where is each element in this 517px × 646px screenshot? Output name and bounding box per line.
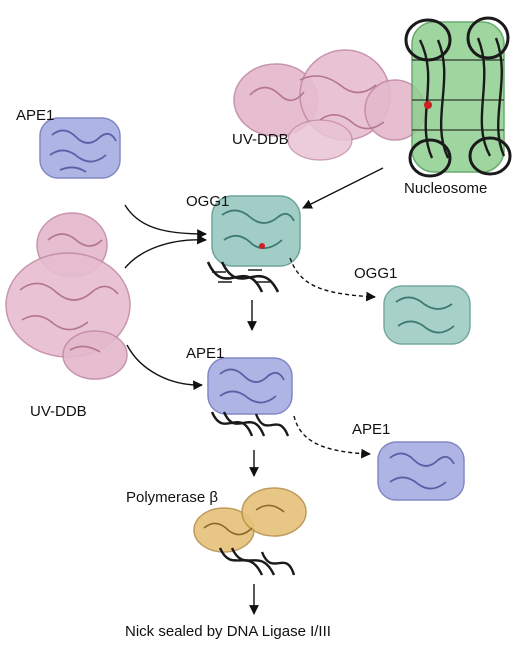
label-ape1-top-left: APE1 [16,107,55,124]
uvddb-left-structure [5,212,131,380]
label-ogg1-released: OGG1 [354,265,398,282]
ogg1-released-structure [383,285,471,345]
label-uvddb-top: UV-DDB [232,131,289,148]
ape1-top-left-structure [39,117,121,179]
nucleosome-structure [404,16,512,178]
ogg1-center-structure [206,195,301,293]
label-ape1-released: APE1 [352,421,391,438]
ape1-released-structure [377,441,465,501]
label-ape1-center: APE1 [186,345,225,362]
arrow-ogg1-release [289,257,376,302]
arrow-ape1-release [293,415,371,459]
arrows [124,167,384,615]
arrow-uvddb-to-ape1 [126,344,203,391]
arrow-nucleosome-to-ogg1 [302,167,384,209]
label-final-step: Nick sealed by DNA Ligase I/III [125,623,331,640]
arrow-uvddb-to-ogg1 [124,234,207,269]
label-polymerase-beta: Polymerase β [126,489,218,506]
label-nucleosome: Nucleosome [404,180,488,197]
polymerase-beta-structure [193,487,307,576]
uvddb-top-structure [233,49,426,161]
label-uvddb-left: UV-DDB [30,403,87,420]
arrow-ape1-to-ogg1 [124,204,207,239]
label-ogg1-center: OGG1 [186,193,230,210]
ape1-center-structure [207,357,293,437]
